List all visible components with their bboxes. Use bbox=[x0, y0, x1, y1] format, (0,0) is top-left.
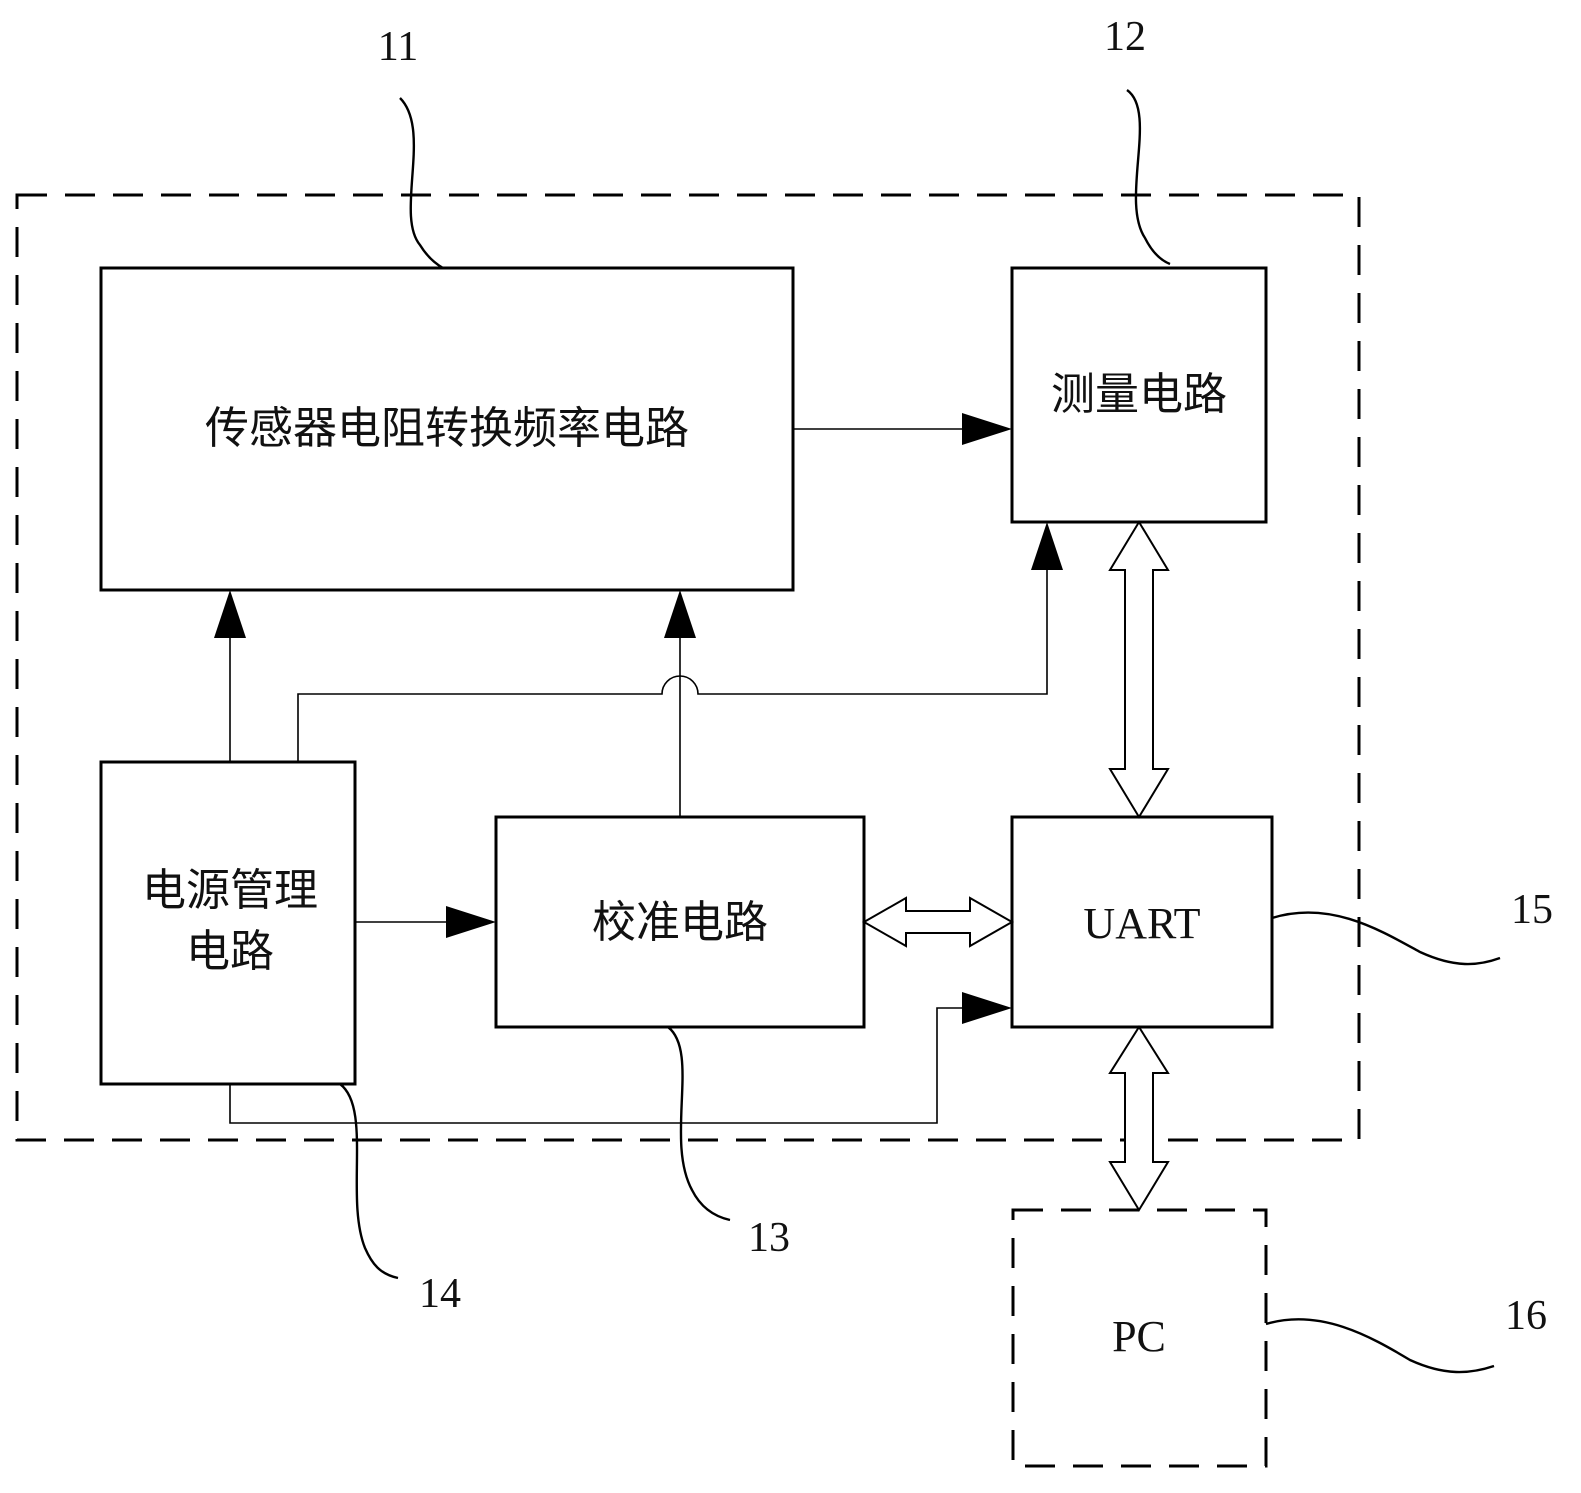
power-to-measure-wire bbox=[297, 568, 1048, 762]
ref-12-leader bbox=[1126, 89, 1171, 266]
ref-11-label: 11 bbox=[378, 24, 418, 70]
measure-uart-double-arrow bbox=[1108, 520, 1170, 819]
power-to-measure-arrowhead bbox=[1031, 522, 1063, 570]
module-boundary bbox=[15, 193, 1361, 1142]
power-block-label-line2: 电路 bbox=[186, 926, 274, 977]
ref-11-leader bbox=[399, 97, 444, 270]
pc-block-label: PC bbox=[1112, 1312, 1166, 1361]
sensor-to-measure-arrowhead bbox=[962, 413, 1012, 445]
measurement-block-label: 测量电路 bbox=[1051, 369, 1227, 420]
ref-13-leader bbox=[667, 1026, 731, 1222]
ref-14-leader bbox=[339, 1083, 399, 1280]
calibration-block-label: 校准电路 bbox=[592, 897, 768, 948]
ref-13-label: 13 bbox=[748, 1215, 790, 1261]
power-to-calibration-arrowhead bbox=[446, 906, 496, 938]
power-block-label-line1: 电源管理 bbox=[142, 865, 318, 916]
sensor-block-label: 传感器电阻转换频率电路 bbox=[205, 403, 689, 454]
uart-block-label: UART bbox=[1083, 899, 1200, 948]
ref-15-label: 15 bbox=[1511, 887, 1553, 933]
calibration-uart-double-arrow bbox=[861, 896, 1015, 948]
power-to-sensor-arrowhead bbox=[214, 590, 246, 638]
ref-16-label: 16 bbox=[1505, 1293, 1547, 1339]
power-management-box bbox=[99, 760, 357, 1086]
measurement-circuit-box bbox=[1010, 266, 1268, 524]
uart-pc-double-arrow bbox=[1108, 1025, 1170, 1212]
ref-12-label: 12 bbox=[1104, 14, 1146, 60]
ref-14-label: 14 bbox=[419, 1271, 461, 1317]
calibration-to-sensor-arrowhead bbox=[664, 590, 696, 638]
pc-box bbox=[1011, 1208, 1268, 1468]
power-to-uart-wire bbox=[229, 1007, 966, 1124]
sensor-resistance-to-frequency-box bbox=[99, 266, 795, 592]
ref-15-leader bbox=[1271, 911, 1501, 966]
power-to-uart-arrowhead bbox=[962, 992, 1012, 1024]
ref-16-leader bbox=[1265, 1318, 1495, 1374]
